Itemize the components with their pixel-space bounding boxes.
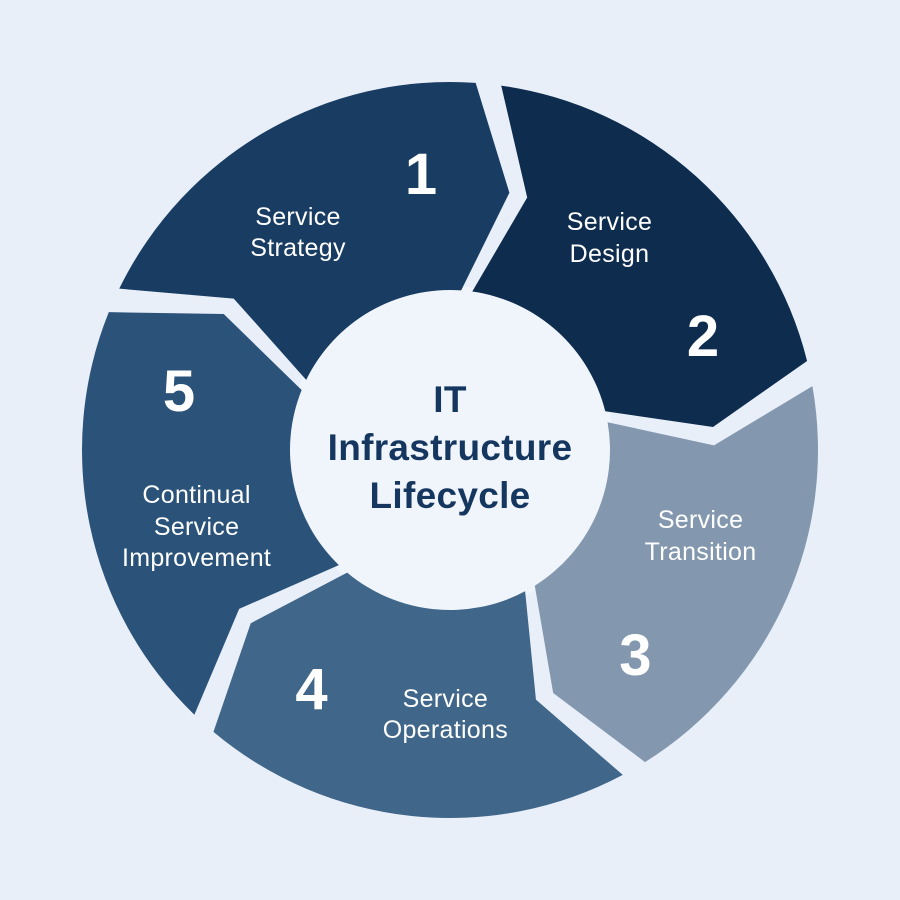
segment-2-shape	[472, 85, 808, 427]
segment-4-label: Service Operations	[382, 684, 509, 744]
segment-5-number: 5	[162, 359, 196, 425]
segment-4-number: 4	[295, 656, 328, 722]
segment-2-label: Service Design	[566, 208, 653, 268]
segment-1-shape	[119, 82, 510, 380]
segment-1-number: 1	[404, 141, 438, 207]
segment-4-shape	[213, 572, 623, 818]
segment-3-label: Service Transition	[644, 506, 757, 566]
segment-3-shape	[534, 386, 818, 763]
segment-2-number: 2	[686, 304, 720, 370]
segment-5-label: Continual Service Improvement	[121, 481, 272, 573]
center-circle	[286, 286, 614, 614]
segment-5-shape	[82, 312, 339, 715]
segment-3-number: 3	[619, 622, 652, 688]
diagram-title: IT Infrastructure Lifecycle	[327, 378, 573, 517]
segment-1-label: Service Strategy	[250, 202, 346, 262]
